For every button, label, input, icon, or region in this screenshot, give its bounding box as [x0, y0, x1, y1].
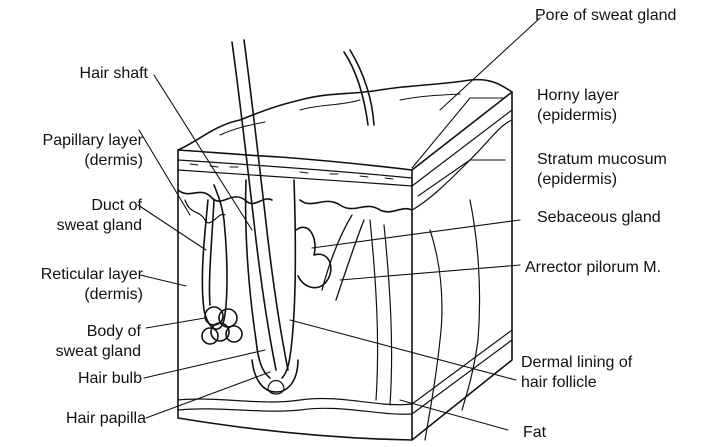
label-papillary-layer: Papillary layer (dermis) [43, 131, 143, 171]
fat-layer [178, 398, 412, 414]
label-line: Papillary layer [43, 131, 143, 151]
label-line: Dermal lining of [521, 353, 632, 373]
label-line: Stratum mucosum [537, 150, 667, 170]
label-duct-of-sweat-gland: Duct of sweat gland [57, 196, 142, 236]
label-fat: Fat [523, 423, 546, 443]
horny-layer-band [178, 160, 412, 186]
label-line: Reticular layer [41, 265, 143, 285]
label-line: Duct of [57, 196, 142, 216]
sweat-gland-body [202, 307, 242, 344]
label-stratum-mucosum: Stratum mucosum (epidermis) [537, 150, 667, 190]
label-arrector-pilorum: Arrector pilorum M. [525, 258, 661, 278]
label-hair-papilla: Hair papilla [66, 409, 146, 429]
label-line: sweat gland [57, 216, 142, 236]
label-horny-layer: Horny layer (epidermis) [537, 86, 619, 126]
arrector-pilorum-muscle [322, 215, 364, 300]
label-sebaceous-gland: Sebaceous gland [537, 208, 661, 228]
label-line: Body of [56, 322, 141, 342]
label-line: hair follicle [521, 373, 632, 393]
label-line: (epidermis) [537, 106, 619, 126]
label-text: Hair bulb [78, 369, 142, 389]
label-line: Horny layer [537, 86, 619, 106]
label-text: Arrector pilorum M. [525, 258, 661, 278]
label-hair-bulb: Hair bulb [78, 369, 142, 389]
label-reticular-layer: Reticular layer (dermis) [41, 265, 143, 305]
label-text: Pore of sweat gland [535, 6, 676, 26]
label-text: Hair papilla [66, 409, 146, 429]
label-line: (dermis) [43, 151, 143, 171]
label-line: (epidermis) [537, 170, 667, 190]
label-text: Hair shaft [80, 64, 148, 84]
label-line: sweat gland [56, 342, 141, 362]
label-body-of-sweat-gland: Body of sweat gland [56, 322, 141, 362]
label-pore-of-sweat-gland: Pore of sweat gland [535, 6, 676, 26]
label-dermal-lining: Dermal lining of hair follicle [521, 353, 632, 393]
hair-shaft [232, 40, 288, 370]
label-text: Fat [523, 423, 546, 443]
label-hair-shaft: Hair shaft [80, 64, 148, 84]
label-line: (dermis) [41, 285, 143, 305]
label-text: Sebaceous gland [537, 208, 661, 228]
